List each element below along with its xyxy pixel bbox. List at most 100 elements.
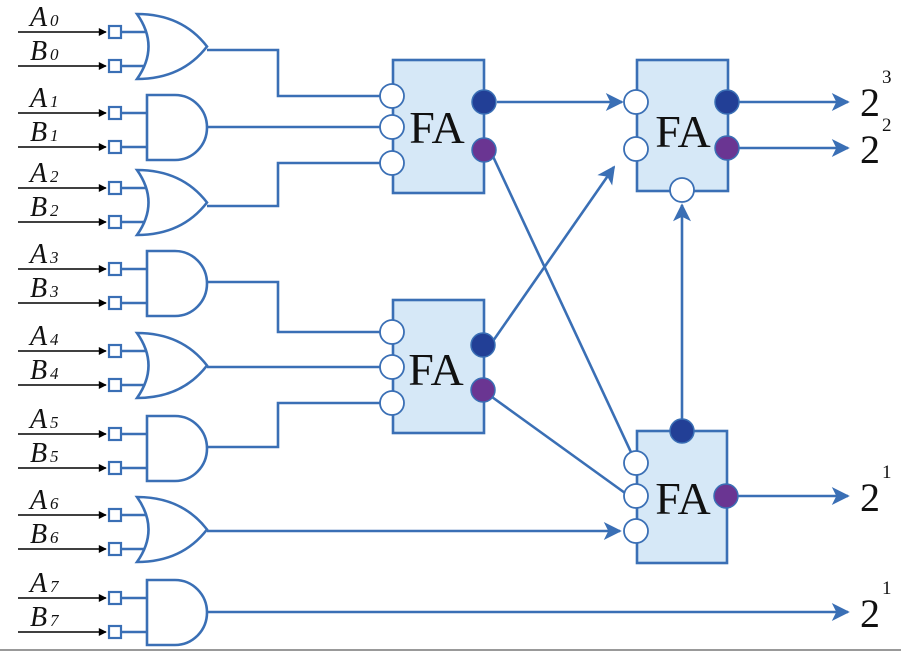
- input-pin: [107, 261, 123, 277]
- fa-label: FA: [409, 102, 464, 153]
- fa-input-port: [379, 354, 405, 380]
- output-weight: 2 1: [860, 578, 892, 636]
- input-pin: [107, 426, 123, 442]
- and-gate: [145, 249, 209, 318]
- input-letter: B: [30, 192, 47, 223]
- input-letter: B: [30, 438, 47, 469]
- fa-input-port: [669, 177, 695, 203]
- wire-gate5-fa2: [207, 401, 380, 449]
- input-index: 7: [50, 577, 60, 596]
- output-exponent: 1: [882, 462, 892, 483]
- gate-layer: [134, 12, 209, 647]
- wire-gate3-fa2: [207, 280, 380, 334]
- input-letter: A: [28, 2, 48, 33]
- input-letter: B: [30, 273, 47, 304]
- fa-input-port: [623, 450, 649, 476]
- output-exponent: 1: [882, 578, 892, 599]
- input-pin: [107, 180, 123, 196]
- input-letter: A: [28, 321, 48, 352]
- fa-input-port: [623, 89, 649, 115]
- input-index: 2: [50, 201, 59, 220]
- input-letter: A: [28, 485, 48, 516]
- or-gate: [134, 331, 209, 400]
- fa-label: FA: [655, 473, 710, 524]
- output-base: 2: [860, 475, 880, 520]
- output-exponent: 3: [882, 67, 892, 88]
- input-letter: B: [30, 355, 47, 386]
- fa-input-port: [623, 136, 649, 162]
- input-pin: [107, 58, 123, 74]
- input-letter: B: [30, 36, 47, 67]
- wiring: [207, 48, 850, 621]
- output-labels: 2 3 2 2 2 1 2 1: [860, 67, 892, 636]
- fa-sum-port: [714, 135, 740, 161]
- input-index: 6: [50, 528, 59, 547]
- input-pin: [107, 343, 123, 359]
- input-pin: [107, 590, 123, 606]
- output-base: 2: [860, 80, 880, 125]
- fa-input-port: [623, 518, 649, 544]
- input-pin: [107, 105, 123, 121]
- fa-carry-port: [470, 332, 496, 358]
- input-letter: A: [28, 568, 48, 599]
- input-pin: [107, 507, 123, 523]
- wire-fa2-sum-fa4: [491, 395, 626, 495]
- input-pin: [107, 139, 123, 155]
- input-letter: A: [28, 404, 48, 435]
- input-letter: B: [30, 602, 47, 633]
- input-index: 1: [50, 126, 59, 145]
- fa-sum-port: [471, 137, 497, 163]
- input-index: 6: [50, 494, 59, 513]
- input-index: 7: [50, 611, 60, 630]
- fa-input-port: [379, 150, 405, 176]
- fa-sum-port: [470, 377, 496, 403]
- input-index: 3: [49, 248, 59, 267]
- output-weight: 2 1: [860, 462, 892, 520]
- wire-gate2-fa1: [207, 161, 380, 208]
- fa-input-port: [379, 83, 405, 109]
- input-index: 1: [50, 92, 59, 111]
- fa-label: FA: [408, 344, 463, 395]
- wire-fa1-sum-fa4: [488, 149, 638, 464]
- full-adder-2: FA: [379, 298, 496, 435]
- input-index: 0: [50, 45, 59, 64]
- output-weight: 2 3: [860, 67, 892, 125]
- and-gate: [145, 578, 209, 647]
- input-index: 4: [50, 330, 59, 349]
- fa-input-port: [379, 114, 405, 140]
- fa-label: FA: [655, 106, 710, 157]
- input-index: 3: [49, 282, 59, 301]
- input-pin: [107, 541, 123, 557]
- input-index: 4: [50, 364, 59, 383]
- full-adder-4: FA: [623, 418, 739, 565]
- input-pin: [107, 24, 123, 40]
- input-letter: A: [28, 158, 48, 189]
- or-gate: [134, 168, 209, 237]
- input-letter: A: [28, 83, 48, 114]
- input-pin: [107, 295, 123, 311]
- wire-gate0-fa1: [207, 48, 380, 98]
- fa-input-port: [379, 319, 405, 345]
- input-pin: [107, 460, 123, 476]
- input-pin: [107, 214, 123, 230]
- and-gate: [145, 414, 209, 483]
- input-index: 5: [50, 413, 59, 432]
- full-adder-3: FA: [623, 58, 740, 203]
- and-gate: [145, 93, 209, 162]
- or-gate: [134, 495, 209, 564]
